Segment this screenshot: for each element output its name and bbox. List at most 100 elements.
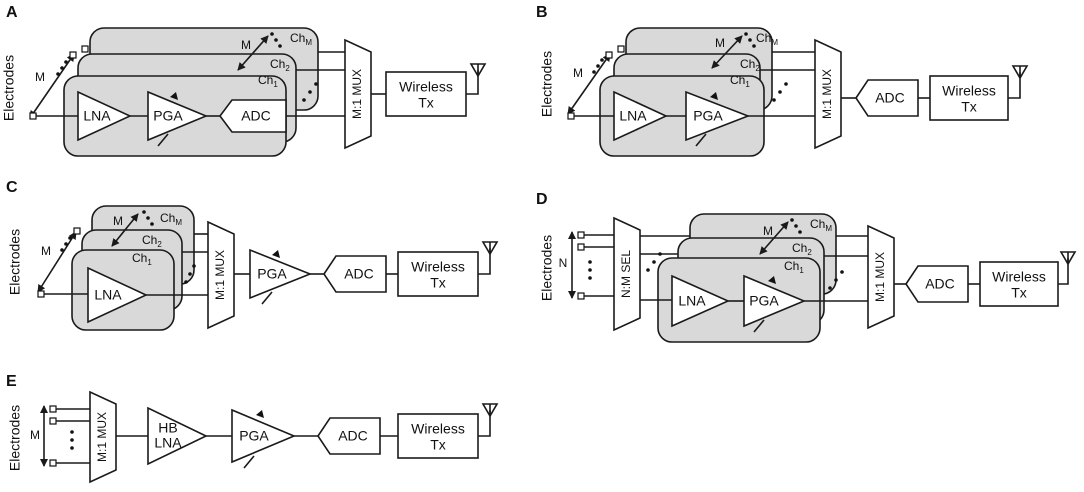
electrode-pad (567, 112, 575, 120)
electrode-pad (81, 45, 89, 53)
wireless-label-line2: Tx (430, 437, 446, 453)
wireless-label-line2: Tx (961, 99, 977, 115)
pga-amplifier (231, 408, 297, 464)
ch-1-label: Ch1 (784, 259, 804, 275)
wireless-label-line2: Tx (1011, 285, 1027, 301)
ch-2-label: Ch2 (270, 57, 290, 73)
n-label: N (559, 256, 568, 270)
pga-amplifier (249, 248, 313, 300)
ch-2-label: Ch2 (142, 233, 162, 249)
ch-2-label: Ch2 (740, 57, 760, 73)
electrode-count-arrow (37, 231, 77, 293)
pga-amplifier (147, 90, 209, 142)
lna-amplifier (671, 274, 730, 328)
ch-1-label: Ch1 (132, 251, 152, 267)
electrodes-label: Electrodes (1, 55, 17, 121)
electrode-pad (29, 112, 37, 120)
antenna-icon (469, 63, 487, 78)
mux-label: M:1 MUX (350, 69, 364, 119)
hb-lna-label-line1: HB (158, 420, 177, 436)
electrode-pad (69, 51, 77, 59)
electrode-pad (577, 243, 585, 251)
pga-label: PGA (749, 293, 779, 309)
electrode-pad (617, 45, 625, 53)
panel-e: E Electrodes M M:1 MUX HB LNA PGA ADC Wi… (6, 373, 499, 484)
m-label: M (241, 38, 251, 52)
adc-label: ADC (875, 90, 905, 106)
m-label: M (715, 36, 725, 50)
hb-lna-label-line2: LNA (154, 435, 182, 451)
electrode-pad (49, 417, 57, 425)
ch-2-label: Ch2 (792, 241, 812, 257)
electrode-count-arrow (29, 53, 75, 119)
mux-label: M:1 MUX (873, 252, 887, 302)
ch-m-label: ChM (810, 217, 832, 233)
mux-block (814, 38, 842, 150)
channel-count-arrow (111, 213, 139, 247)
ch-1-label: Ch1 (730, 73, 750, 89)
wireless-label-line1: Wireless (411, 259, 465, 275)
wireless-label-line1: Wireless (942, 83, 996, 99)
antenna-icon (1011, 65, 1029, 80)
mux-block (207, 220, 235, 330)
electrodes-label: Electrodes (539, 235, 555, 301)
electrodes-label: Electrodes (7, 405, 23, 471)
pga-label: PGA (693, 108, 723, 124)
pga-label: PGA (239, 428, 269, 444)
panel-label-d: D (536, 191, 548, 208)
adc-label: ADC (241, 108, 271, 124)
lna-label: LNA (94, 287, 122, 303)
pga-label: PGA (153, 108, 183, 124)
hb-lna-amplifier (147, 406, 208, 466)
ch-m-label: ChM (290, 31, 312, 47)
m-label: M (113, 214, 123, 228)
antenna-icon (481, 241, 499, 256)
sel-label: N:M SEL (619, 250, 633, 298)
panel-c: C Electrodes ChM Ch2 Ch1 M M LNA M:1 MUX… (6, 179, 499, 331)
wireless-label-line2: Tx (430, 275, 446, 291)
lna-label: LNA (678, 293, 706, 309)
pga-amplifier (743, 274, 807, 328)
lna-label: LNA (83, 108, 111, 124)
m-label: M (763, 224, 773, 238)
adc-label: ADC (925, 276, 955, 292)
panel-d: D Electrodes N N:M SEL ChM Ch2 Ch1 M LNA (536, 191, 1077, 343)
pga-label: PGA (257, 266, 287, 282)
wireless-label-line2: Tx (418, 95, 434, 111)
electrode-count-arrow (567, 53, 611, 115)
electrode-pad (605, 51, 613, 59)
mux-block (344, 38, 372, 150)
mux-label: M:1 MUX (95, 412, 109, 462)
panel-b: B Electrodes ChM Ch2 Ch1 M M LNA PGA M:1… (536, 4, 1029, 157)
electrode-pad (577, 231, 585, 239)
electrodes-label: Electrodes (7, 229, 23, 295)
panel-label-b: B (536, 4, 548, 21)
wireless-tx-block (397, 251, 479, 297)
wireless-label-line1: Wireless (411, 421, 465, 437)
m-label-electrodes: M (573, 66, 583, 80)
m-label-electrodes: M (35, 70, 45, 84)
m-label-electrodes: M (30, 428, 40, 442)
pga-amplifier (685, 90, 751, 142)
electrode-pad (73, 227, 81, 235)
m-label-electrodes: M (41, 244, 51, 258)
wireless-label-line1: Wireless (992, 269, 1046, 285)
channel-count-arrow (711, 35, 743, 69)
electrodes-label: Electrodes (539, 51, 555, 117)
panel-label-a: A (6, 4, 18, 21)
lna-label: LNA (619, 108, 647, 124)
ch-m-label: ChM (160, 211, 182, 227)
selector-block (613, 216, 641, 332)
mux-label: M:1 MUX (820, 69, 834, 119)
adc-label: ADC (338, 428, 368, 444)
electrode-pad (37, 290, 45, 298)
wireless-tx-block (397, 413, 479, 459)
channel-count-arrow (759, 221, 789, 255)
channel-count-arrow (237, 35, 269, 71)
wireless-label-line1: Wireless (399, 79, 453, 95)
antenna-icon (1059, 251, 1077, 266)
panel-label-e: E (6, 373, 17, 390)
adc-label: ADC (344, 266, 374, 282)
mux-label: M:1 MUX (213, 250, 227, 300)
